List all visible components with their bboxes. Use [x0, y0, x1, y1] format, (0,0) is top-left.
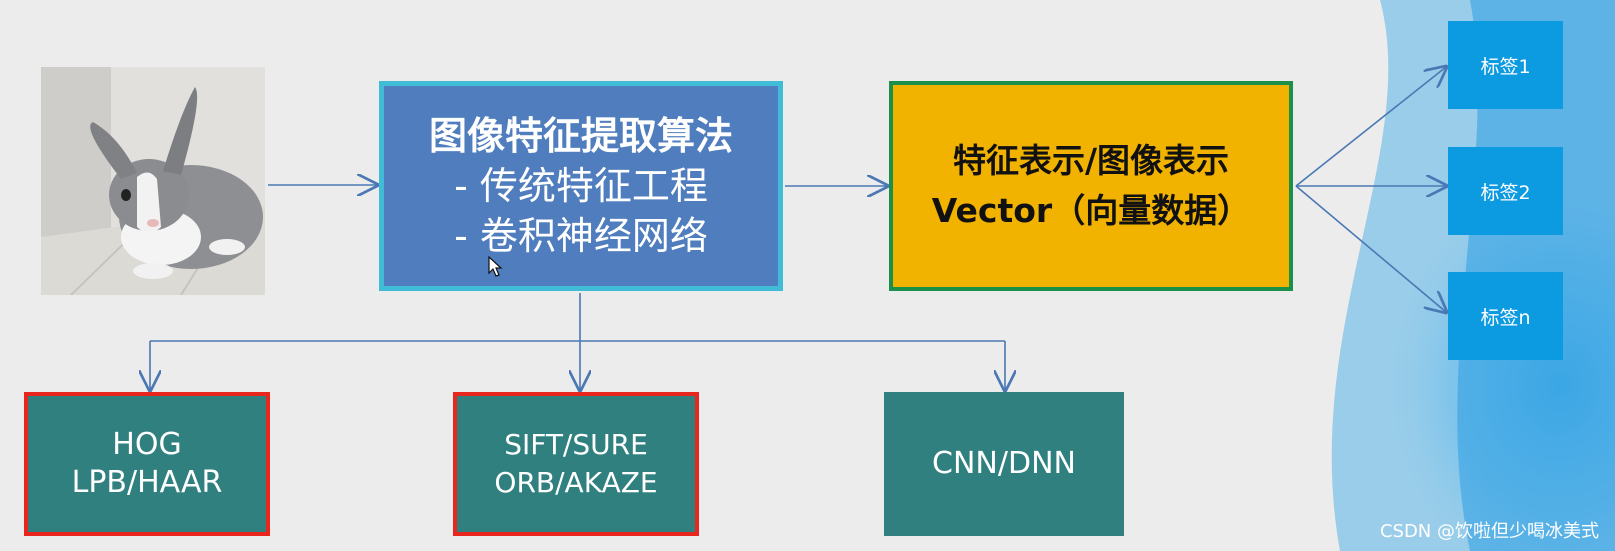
representation-title: 特征表示/图像表示: [952, 141, 1230, 180]
feature-box-sift: SIFT/SURE ORB/AKAZE: [453, 392, 699, 536]
feature-hog-line1: HOG: [112, 427, 182, 462]
feature-extraction-algorithm-box: 图像特征提取算法 - 传统特征工程 - 卷积神经网络: [379, 81, 783, 291]
label-box-1: 标签1: [1448, 21, 1563, 109]
feature-sift-line2: ORB/AKAZE: [494, 466, 658, 499]
watermark: CSDN @饮啦但少喝冰美式: [1379, 521, 1599, 542]
feature-cnn-line1: CNN/DNN: [932, 446, 1076, 481]
feature-hog-line2: LPB/HAAR: [71, 465, 223, 500]
feature-box-hog: HOG LPB/HAAR: [24, 392, 270, 536]
algorithm-item-traditional: - 传统特征工程: [454, 164, 708, 208]
label-n-text: 标签n: [1480, 306, 1531, 329]
arrow-to-label-n: [1295, 185, 1446, 312]
label-box-n: 标签n: [1448, 272, 1563, 360]
algorithm-item-cnn: - 卷积神经网络: [454, 214, 708, 258]
feature-representation-box: 特征表示/图像表示 Vector（向量数据）: [889, 81, 1293, 291]
algorithm-title: 图像特征提取算法: [428, 114, 733, 158]
mouse-cursor-icon: [488, 256, 503, 277]
label-box-2: 标签2: [1448, 147, 1563, 235]
feature-sift-line1: SIFT/SURE: [504, 428, 648, 461]
label-1-text: 标签1: [1480, 55, 1531, 78]
feature-box-cnn: CNN/DNN: [884, 392, 1124, 536]
rabbit-photo: [41, 67, 265, 295]
label-2-text: 标签2: [1480, 181, 1531, 204]
representation-vector: Vector（向量数据）: [931, 191, 1251, 230]
arrow-to-label-1: [1295, 67, 1446, 187]
